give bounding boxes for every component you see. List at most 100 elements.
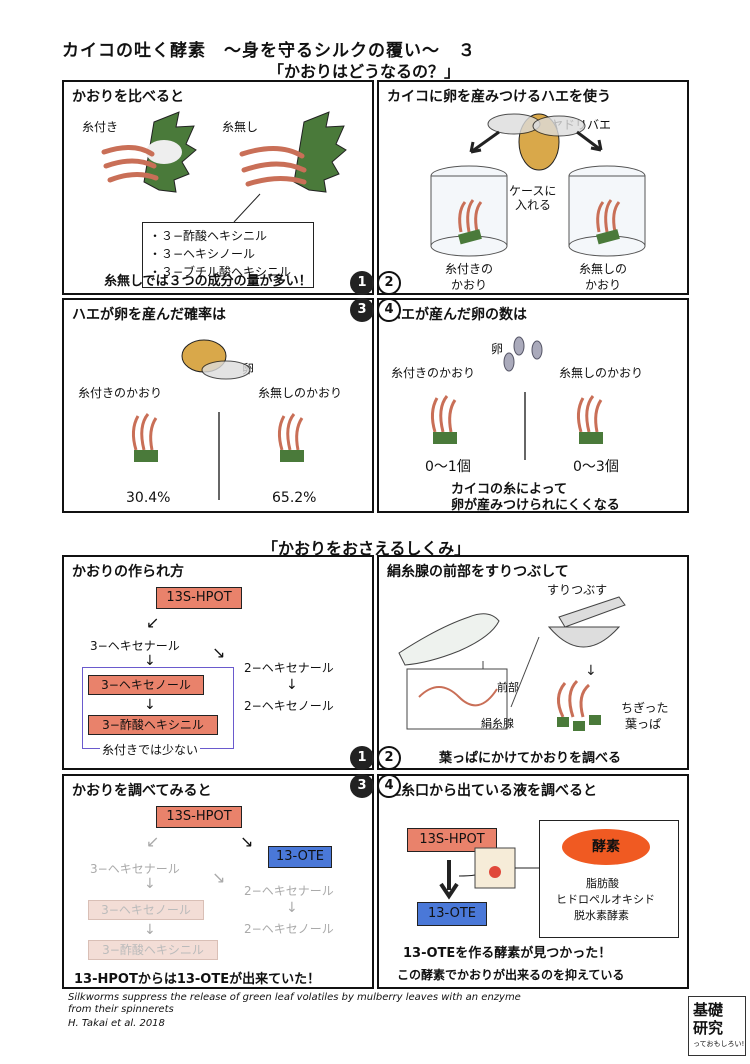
leaf-label: ちぎった [621, 701, 669, 715]
arrow-icon: ↓ [144, 876, 156, 892]
panel-egg-probability: ハエが卵を産んだ確率は 3 卵 糸付きのかおり 糸無しのかおり 30.4% 65… [62, 298, 374, 513]
arrow-icon: ↙ [146, 613, 160, 632]
ote-box: 13-OTE [417, 902, 487, 926]
compound-item: ・３−ヘキシノール [149, 247, 256, 261]
case-label: ケースに [509, 184, 557, 198]
enzyme-desc: ヒドロペルオキシド [556, 893, 655, 906]
compound-b2: 2−ヘキセノール [244, 699, 334, 713]
compound-b1: 2−ヘキセナール [244, 884, 334, 898]
panel-heading: カイコに卵を産みつけるハエを使う [387, 89, 611, 105]
page-title: カイコの吐く酵素 〜身を守るシルクの覆い〜 ３ [62, 41, 476, 61]
panel-heading: ハエが産んだ卵の数は [387, 307, 527, 323]
arrow-icon: ↓ [286, 677, 298, 693]
leaf-label: 葉っぱ [625, 717, 662, 731]
panel-conclusion: 卵が産みつけられにくくなる [451, 498, 620, 513]
arrow-icon: ↘ [240, 832, 254, 851]
panel-grind-gland: 絹糸腺の前部をすりつぶして 2 すりつぶす ↓ 前部 絹糸腺 ちぎった 葉っぱ … [377, 555, 689, 770]
panel-fly-experiment: カイコに卵を産みつけるハエを使う 2 ヤドリバエ ケースに 入れる 糸付きの か… [377, 80, 689, 295]
logo-text: 基礎 [693, 1001, 724, 1019]
fly-and-cases-illustration [430, 113, 646, 257]
ote-box: 13-OTE [268, 846, 332, 868]
compound-a2-box: 3−ヘキセノール [88, 675, 204, 695]
enzyme-desc: 脂肪酸 [586, 877, 619, 890]
panel-heading: ハエが卵を産んだ確率は [72, 307, 226, 323]
panel-compare-scent: かおりを比べると 糸付き 糸無し ・３−酢酸ヘキシニル ・３−ヘキシノール ・３… [62, 80, 374, 295]
logo-tag: っておもしろい! [693, 1040, 745, 1048]
compound-a3-box: 3−酢酸ヘキシニル [88, 715, 218, 735]
section2-title: 「かおりをおさえるしくみ」 [262, 539, 471, 558]
panel-heading: かおりの作られ方 [72, 564, 184, 580]
compound-a1: 3−ヘキセナール [90, 639, 180, 653]
hpot-box: 13S-HPOT [156, 587, 242, 609]
leaf-comparison-illustration [101, 111, 347, 223]
front-label: 前部 [497, 681, 519, 694]
compound-item: ・３−ブチル酸ヘキシニル [149, 265, 292, 279]
fly-probability-illustration [131, 339, 304, 500]
panel-number: 2 [377, 271, 401, 295]
panel-heading: 吐糸口から出ている液を調べると [387, 783, 597, 799]
citation-author: H. Takai et al. 2018 [68, 1018, 165, 1029]
without-label: かおり [585, 278, 622, 292]
panel-number: 1 [350, 271, 374, 295]
panel-conclusion: この酵素でかおりが出来るのを抑えている [397, 968, 625, 982]
without-label: 糸無しのかおり [559, 366, 644, 380]
enzyme-badge: 酵素 [562, 829, 650, 865]
gland-label: 絹糸腺 [481, 717, 514, 730]
panel-number: 4 [377, 774, 401, 798]
panel-heading: かおりを調べてみると [72, 783, 212, 799]
panel-heading: かおりを比べると [72, 89, 184, 105]
panel-scent-pathway: かおりの作られ方 1 13S-HPOT ↙ 3−ヘキセナール ↘ 2−ヘキセナー… [62, 555, 374, 770]
panel-number: 2 [377, 746, 401, 770]
with-probability: 30.4% [126, 490, 171, 506]
arrow-icon: ↘ [212, 643, 226, 662]
panel-number: 3 [350, 298, 374, 322]
arrow-icon: ↘ [212, 868, 226, 887]
case-label: 入れる [515, 198, 552, 212]
panel-heading: 絹糸腺の前部をすりつぶして [387, 564, 569, 580]
egg-count-illustration [430, 336, 603, 460]
citation-title: from their spinnerets [68, 1004, 174, 1015]
with-label: 糸付きの [445, 262, 494, 276]
citation-title: Silkworms suppress the release of green … [68, 992, 521, 1003]
panel-number: 3 [350, 774, 374, 798]
logo-text: 研究 [693, 1019, 724, 1037]
panel-conclusion: 糸無しでは３つの成分の量が多い！ [104, 274, 312, 289]
arrow-icon: ↓ [144, 653, 156, 669]
silkworm-and-mortar-illustration: ↓ [398, 596, 626, 731]
panel-number: 4 [377, 298, 401, 322]
panel-conclusion: 葉っぱにかけてかおりを調べる [439, 751, 622, 766]
with-label: 糸付きのかおり [78, 386, 163, 400]
hpot-box: 13S-HPOT [156, 806, 242, 828]
without-count: 0〜3個 [573, 459, 619, 475]
section1-title: 「かおりはどうなるの？」 [268, 62, 461, 81]
panel-number: 1 [350, 746, 374, 770]
without-label: 糸無しのかおり [258, 386, 343, 400]
logo: 基礎 研究 っておもしろい! [688, 996, 746, 1056]
with-count: 0〜1個 [425, 459, 471, 475]
compound-a1: 3−ヘキセナール [90, 862, 180, 876]
panel-conclusion: 13-OTEを作る酵素が見つかった！ [403, 946, 612, 961]
arrow-icon: ↓ [286, 900, 298, 916]
compound-a2-box: 3−ヘキセノール [88, 900, 204, 920]
panel-spinneret-fluid: 吐糸口から出ている液を調べると 4 13S-HPOT 13-OTE 酵素 脂肪酸… [377, 774, 689, 989]
arrow-icon: ↙ [146, 832, 160, 851]
arrow-icon: ↓ [144, 922, 156, 938]
egg-label: 卵 [491, 342, 504, 356]
panel-conclusion: 13-HPOTからは13-OTEが出来ていた！ [74, 972, 321, 987]
enzyme-box: 酵素 脂肪酸 ヒドロペルオキシド 脱水素酵素 [539, 820, 679, 938]
label-without-silk: 糸無し [222, 120, 259, 134]
label-with-silk: 糸付き [82, 120, 119, 134]
with-label: 糸付きのかおり [391, 366, 476, 380]
with-label: かおり [451, 278, 488, 292]
svg-text:↓: ↓ [585, 663, 597, 679]
arrow-icon: ↓ [144, 697, 156, 713]
compound-a3-box: 3−酢酸ヘキシニル [88, 940, 218, 960]
panel-egg-count: ハエが産んだ卵の数は 4 卵 糸付きのかおり 糸無しのかおり 0〜1個 0〜3個… [377, 298, 689, 513]
panel-scent-result: かおりを調べてみると 3 13S-HPOT ↘ 13-OTE ↙ 3−ヘキセナー… [62, 774, 374, 989]
without-probability: 65.2% [272, 490, 317, 506]
enzyme-reaction-illustration [439, 847, 539, 900]
grind-label: すりつぶす [547, 583, 608, 597]
compound-item: ・３−酢酸ヘキシニル [149, 229, 268, 243]
compound-b2: 2−ヘキセノール [244, 922, 334, 936]
panel-conclusion: カイコの糸によって [451, 482, 567, 497]
